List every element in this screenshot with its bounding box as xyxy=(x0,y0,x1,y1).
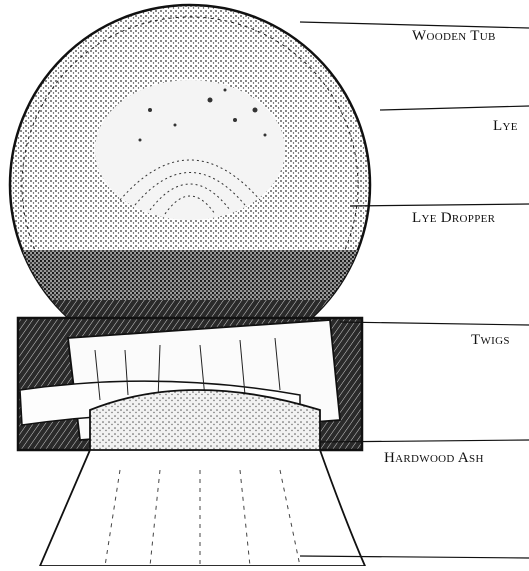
leader-lye xyxy=(380,106,529,110)
leader-lye-dropper xyxy=(350,204,529,206)
lye-region xyxy=(95,80,285,220)
label-hardwood-ash: Hardwood Ash xyxy=(384,450,484,467)
label-wooden-tub: Wooden Tub xyxy=(412,28,496,45)
leader-twigs xyxy=(340,322,529,325)
label-lye-dropper: Lye Dropper xyxy=(412,210,495,227)
label-twigs: Twigs xyxy=(471,332,510,349)
cloth-bag xyxy=(40,450,365,566)
label-lye: Lye xyxy=(493,118,518,135)
